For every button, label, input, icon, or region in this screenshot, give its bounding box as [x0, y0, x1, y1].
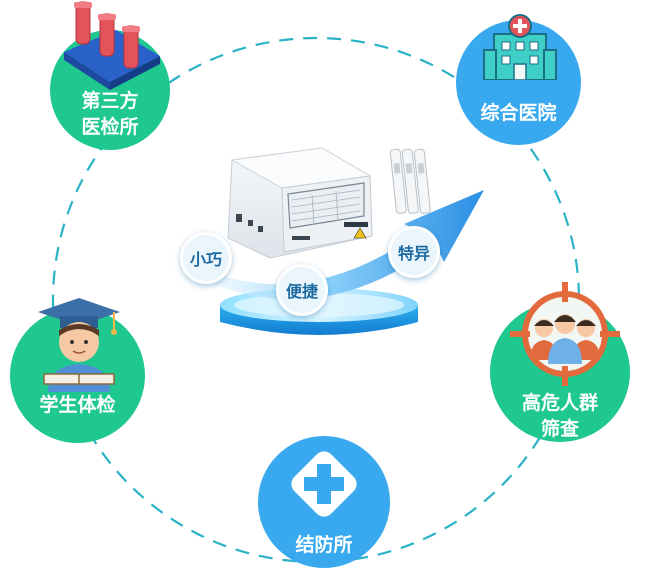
feature-badge-small: 小巧: [180, 232, 232, 284]
student-icon: [38, 298, 120, 392]
medical-cross-icon: [291, 451, 357, 517]
node-third-party-lab-line2: 医检所: [81, 116, 139, 138]
hospital-icon: [483, 14, 557, 80]
node-general-hospital-label: 综合医院: [480, 102, 557, 124]
node-third-party-lab-line1: 第三方: [81, 90, 139, 112]
node-high-risk-screening-line1: 高危人群: [521, 392, 598, 414]
node-tb-clinic-label: 结防所: [295, 534, 353, 556]
feature-convenient-label: 便捷: [285, 282, 318, 301]
test-strips: [389, 148, 431, 214]
test-tube-rack-icon: [64, 1, 160, 90]
feature-small-label: 小巧: [189, 250, 222, 269]
analyzer-device: [227, 147, 373, 259]
feature-badge-specific: 特异: [388, 226, 440, 278]
node-student-checkup-label: 学生体检: [39, 394, 116, 416]
feature-badge-convenient: 便捷: [276, 264, 328, 316]
feature-specific-label: 特异: [397, 244, 430, 263]
node-tb-clinic: 结防所: [258, 436, 390, 568]
node-high-risk-screening-line2: 筛查: [540, 418, 579, 440]
target-group-icon: [510, 282, 620, 386]
